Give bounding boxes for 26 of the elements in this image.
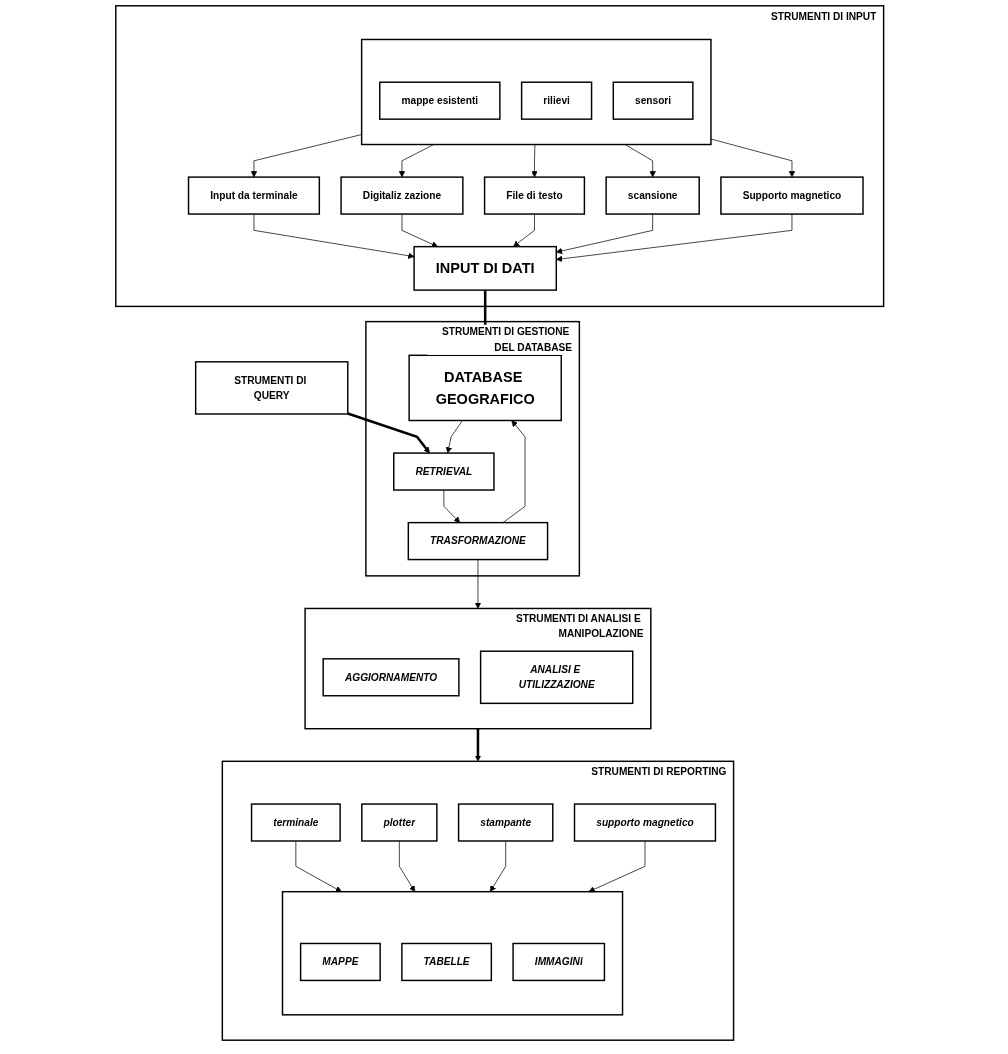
node-box: sensori (612, 81, 694, 120)
arrow (347, 412, 431, 454)
node-box: stampante (458, 803, 554, 842)
node-box: TABELLE (401, 942, 493, 982)
node-box: RETRIEVAL (393, 452, 495, 491)
node-box: Supporto magnetico (720, 176, 864, 215)
node-box: MAPPE (300, 942, 382, 982)
node-box: scansione (605, 176, 701, 215)
arrow (475, 728, 482, 762)
cluster (361, 38, 712, 146)
node-box: Input da terminale (188, 176, 321, 215)
node-box: INPUT DI DATI (413, 245, 558, 291)
node-box: supporto magnetico (574, 803, 717, 842)
node-box: Digitaliz zazione (340, 176, 464, 215)
node-box: File di testo (484, 176, 586, 215)
node-box: TRASFORMAZIONE (407, 521, 549, 561)
node-box: mappe esistenti (379, 81, 501, 120)
node-box: IMMAGINI (512, 942, 606, 982)
node-box: terminale (251, 803, 342, 842)
node-box: rilievi (521, 81, 593, 120)
cluster (282, 890, 624, 1016)
node-box: ANALISI E UTILIZZAZIONE (480, 650, 634, 705)
node-box: STRUMENTI DI QUERY (195, 361, 349, 415)
node-box: plotter (361, 803, 438, 842)
node-box: DATABASE GEOGRAFICO (408, 354, 563, 422)
node-box: AGGIORNAMENTO (322, 658, 460, 697)
